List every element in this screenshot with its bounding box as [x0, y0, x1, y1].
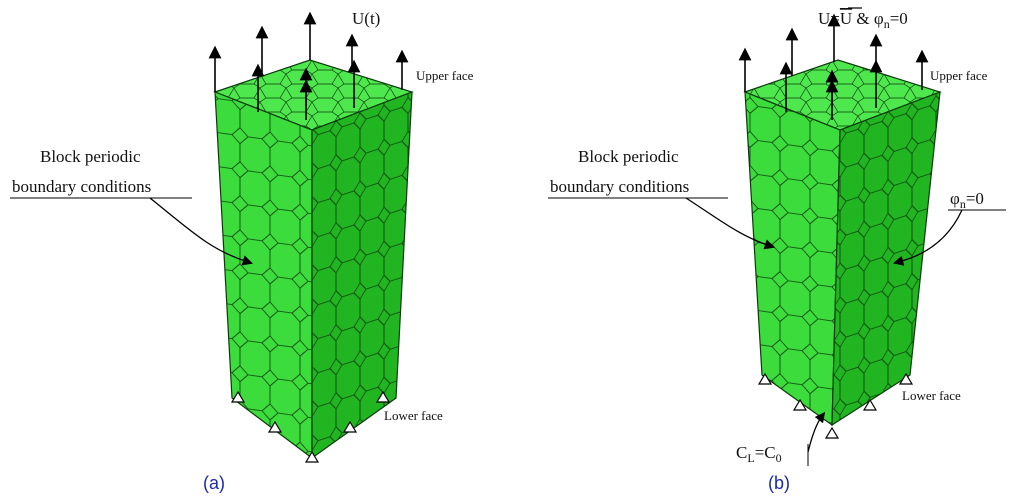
bc-label-a-line1: Block periodic	[40, 147, 141, 166]
upper-face-label-b: Upper face	[930, 68, 988, 83]
load-arrows-a	[208, 11, 409, 120]
conc-sub-0: 0	[776, 451, 782, 465]
load-label-b: U=U & φn=0	[818, 9, 908, 31]
load-arrows-b	[738, 13, 929, 120]
block-a-top-face-mesh	[215, 60, 412, 130]
phi-end: =0	[966, 189, 984, 208]
supports-b	[757, 372, 914, 439]
phi-label: φn=0	[950, 189, 984, 211]
conc-leader-arrow	[807, 411, 826, 453]
caption-a: (a)	[203, 473, 225, 493]
conc-c: C	[736, 443, 747, 462]
panel-b: U=U & φn=0 Upper face Lower face Block p…	[548, 7, 1006, 493]
block-a-front-face-mesh	[215, 92, 312, 458]
bc-label-a-line2: boundary conditions	[12, 177, 151, 196]
bc-leader-arrow-b	[685, 197, 775, 250]
lower-face-label-b: Lower face	[902, 388, 961, 403]
phi-symbol: φ	[950, 189, 960, 208]
load-label-b-end: =0	[890, 9, 908, 28]
support-triangle	[898, 372, 914, 385]
bc-label-b-line1: Block periodic	[578, 147, 679, 166]
support-triangle	[375, 390, 391, 403]
support-triangle	[757, 372, 773, 385]
upper-face-label-a: Upper face	[416, 68, 474, 83]
block-a	[213, 59, 414, 460]
load-label-a: U(t)	[352, 9, 380, 28]
supports-a	[230, 390, 391, 463]
support-triangle	[342, 420, 358, 433]
support-triangle	[862, 398, 878, 411]
load-label-b-suffix: & φ	[852, 9, 884, 28]
phi-leader-arrow	[892, 209, 963, 266]
block-b-top-face-mesh	[745, 60, 940, 130]
block-b-side-face-mesh	[832, 92, 940, 425]
support-triangle	[792, 398, 808, 411]
lower-face-label-a: Lower face	[384, 408, 443, 423]
block-b-front-face-mesh	[745, 92, 840, 425]
block-a-side-face-mesh	[312, 92, 412, 458]
conc-mid: =C	[755, 443, 776, 462]
load-label-b-bar: U	[840, 9, 852, 28]
bc-label-b-line2: boundary conditions	[550, 177, 689, 196]
support-triangle	[230, 390, 246, 403]
bc-leader-arrow-a	[149, 197, 253, 266]
support-triangle	[824, 426, 840, 439]
support-triangle	[304, 450, 320, 463]
concentration-label: CL=C0	[736, 443, 782, 465]
phi-sub: n	[960, 197, 966, 211]
panel-a: U(t) Upper face Lower face Block periodi…	[10, 9, 474, 493]
support-triangle	[267, 420, 283, 433]
load-label-b-sub: n	[884, 17, 890, 31]
block-b	[743, 59, 942, 427]
conc-sub-l: L	[747, 451, 754, 465]
load-label-b-prefix: U=	[818, 9, 840, 28]
caption-b: (b)	[768, 473, 790, 493]
